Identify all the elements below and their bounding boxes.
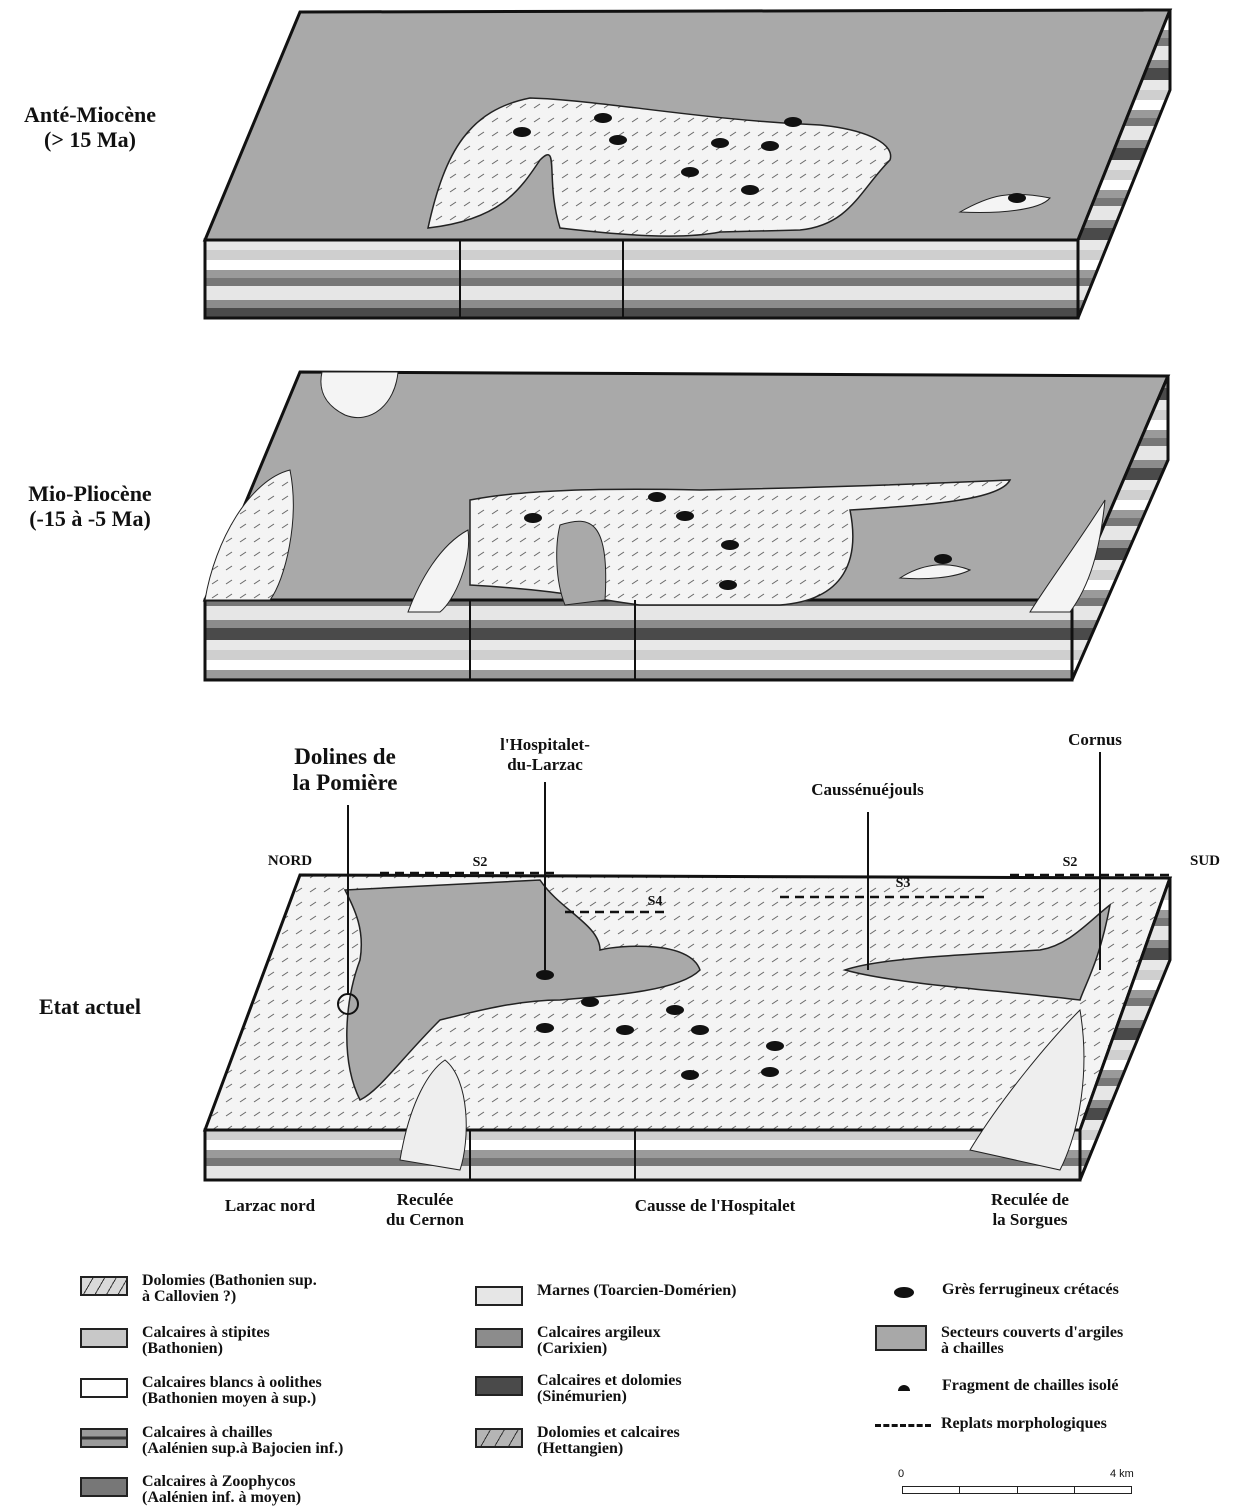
replat-label: S4 bbox=[640, 894, 670, 910]
label-caussenuejouls: Caussénuéjouls bbox=[780, 780, 955, 800]
swatch-marnes bbox=[475, 1286, 523, 1306]
period-name: Anté-Miocène bbox=[0, 102, 180, 127]
label-reculee-cernon: Reculée du Cernon bbox=[355, 1190, 495, 1229]
period-name: Mio-Pliocène bbox=[0, 481, 180, 506]
legend-label: Marnes (Toarcien-Domérien) bbox=[537, 1283, 737, 1299]
gres-icon bbox=[880, 1282, 928, 1298]
label-dolines: Dolines de la Pomière bbox=[255, 744, 435, 797]
period-age: (-15 à -5 Ma) bbox=[0, 506, 180, 531]
scale-bar bbox=[902, 1486, 1132, 1494]
scale-min: 0 bbox=[898, 1468, 904, 1480]
legend-item: Calcaires et dolomies (Sinémurien) bbox=[475, 1373, 682, 1405]
swatch-hettangien bbox=[475, 1428, 523, 1448]
swatch-argiles bbox=[875, 1325, 927, 1351]
label-larzac-nord: Larzac nord bbox=[200, 1196, 340, 1216]
legend-item: Grès ferrugineux crétacés bbox=[880, 1282, 1119, 1298]
legend-label: Calcaires blancs à oolithes (Bathonien m… bbox=[142, 1375, 322, 1407]
block-mio-pliocene bbox=[205, 372, 1168, 680]
legend-item: Calcaires blancs à oolithes (Bathonien m… bbox=[80, 1375, 322, 1407]
swatch-argileux bbox=[475, 1328, 523, 1348]
legend-label: Fragment de chailles isolé bbox=[942, 1378, 1118, 1394]
replat-label: S2 bbox=[1055, 855, 1085, 871]
swatch-sinemurien bbox=[475, 1376, 523, 1396]
swatch-stipites bbox=[80, 1328, 128, 1348]
label-sud: SUD bbox=[1180, 853, 1230, 870]
legend-item: Calcaires à chailles (Aalénien sup.à Baj… bbox=[80, 1425, 343, 1457]
period-label-ante-miocene: Anté-Miocène (> 15 Ma) bbox=[0, 102, 180, 153]
legend-label: Grès ferrugineux crétacés bbox=[942, 1282, 1119, 1298]
legend-label: Dolomies (Bathonien sup. à Callovien ?) bbox=[142, 1273, 317, 1305]
legend-item: Fragment de chailles isolé bbox=[880, 1378, 1118, 1394]
label-cornus: Cornus bbox=[1045, 730, 1145, 750]
legend-item: Marnes (Toarcien-Domérien) bbox=[475, 1283, 737, 1306]
block-ante-miocene bbox=[205, 10, 1170, 318]
legend-label: Secteurs couverts d'argiles à chailles bbox=[941, 1325, 1123, 1357]
dash-icon bbox=[875, 1416, 931, 1427]
period-label-etat-actuel: Etat actuel bbox=[0, 994, 180, 1019]
period-label-mio-pliocene: Mio-Pliocène (-15 à -5 Ma) bbox=[0, 481, 180, 532]
scale-max: 4 km bbox=[1110, 1468, 1134, 1480]
label-reculee-sorgues: Reculée de la Sorgues bbox=[955, 1190, 1105, 1229]
swatch-chailles bbox=[80, 1428, 128, 1448]
swatch-zoophycos bbox=[80, 1477, 128, 1497]
legend-item: Calcaires à Zoophycos (Aalénien inf. à m… bbox=[80, 1474, 301, 1506]
legend-item: Dolomies (Bathonien sup. à Callovien ?) bbox=[80, 1273, 317, 1305]
legend-label: Calcaires et dolomies (Sinémurien) bbox=[537, 1373, 682, 1405]
label-hospitalet: l'Hospitalet- du-Larzac bbox=[460, 735, 630, 774]
period-age: (> 15 Ma) bbox=[0, 127, 180, 152]
replat-label: S2 bbox=[465, 855, 495, 871]
legend-item: Secteurs couverts d'argiles à chailles bbox=[875, 1325, 1123, 1357]
legend-item: Dolomies et calcaires (Hettangien) bbox=[475, 1425, 680, 1457]
label-causse-hospitalet: Causse de l'Hospitalet bbox=[590, 1196, 840, 1216]
fragment-icon bbox=[880, 1378, 928, 1391]
block-etat-actuel bbox=[205, 752, 1170, 1180]
replat-label: S3 bbox=[888, 876, 918, 892]
legend-item: Calcaires argileux (Carixien) bbox=[475, 1325, 661, 1357]
legend-label: Replats morphologiques bbox=[941, 1416, 1107, 1432]
period-name: Etat actuel bbox=[0, 994, 180, 1019]
legend-label: Dolomies et calcaires (Hettangien) bbox=[537, 1425, 680, 1457]
legend-label: Calcaires argileux (Carixien) bbox=[537, 1325, 661, 1357]
label-nord: NORD bbox=[255, 853, 325, 870]
legend-label: Calcaires à chailles (Aalénien sup.à Baj… bbox=[142, 1425, 343, 1457]
swatch-oolithes bbox=[80, 1378, 128, 1398]
legend-label: Calcaires à Zoophycos (Aalénien inf. à m… bbox=[142, 1474, 301, 1506]
legend-item: Calcaires à stipites (Bathonien) bbox=[80, 1325, 270, 1357]
legend-label: Calcaires à stipites (Bathonien) bbox=[142, 1325, 270, 1357]
legend-item: Replats morphologiques bbox=[875, 1416, 1107, 1432]
swatch-dolomie bbox=[80, 1276, 128, 1296]
